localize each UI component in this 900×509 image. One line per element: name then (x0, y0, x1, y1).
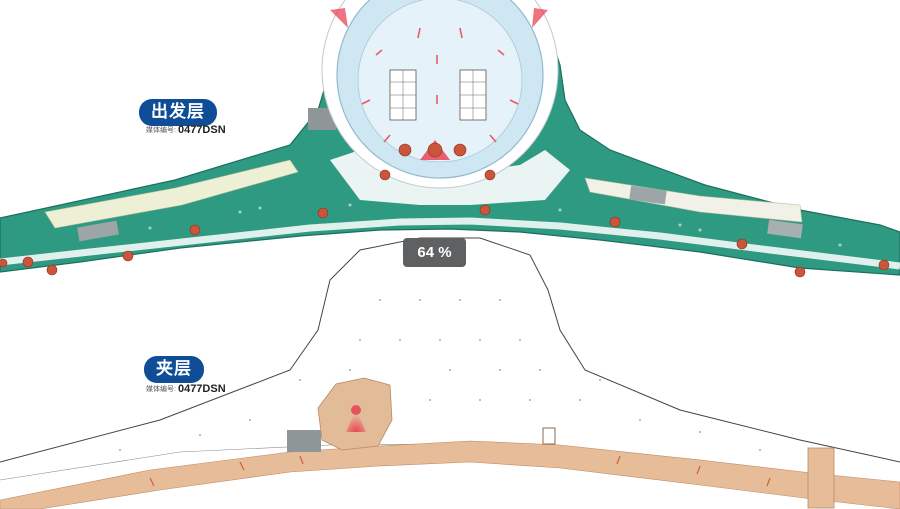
rotunda-inner (357, 0, 523, 163)
media-code-value: 0477DSN (177, 124, 226, 136)
mezzanine-gray-room (287, 430, 321, 452)
mezzanine-stair (542, 427, 556, 445)
gray-block-right (629, 185, 667, 205)
mezzanine-highlight-beam (346, 410, 366, 432)
departure-media-markers (0, 142, 890, 278)
gray-block-upper (308, 108, 336, 130)
departure-floor-plan[interactable] (0, 0, 900, 278)
highlight-beam-right (532, 8, 548, 28)
mezzanine-media-marker (351, 405, 361, 415)
floor-label-departure: 出发层 (139, 99, 217, 126)
gray-block-far-right (767, 219, 803, 239)
media-code-label: 媒体编号: (146, 127, 176, 134)
departure-curb-road (0, 217, 900, 270)
left-wing-lounge (44, 159, 299, 229)
mezzanine-column-dots (119, 299, 761, 451)
mezzanine-floor-plan[interactable] (0, 237, 900, 509)
gray-block-left (77, 220, 119, 242)
media-code-departure: 媒体编号:0477DSN (146, 124, 226, 136)
zoom-level-badge: 64 % (403, 238, 466, 267)
media-code-label: 媒体编号: (146, 386, 176, 393)
media-code-mezzanine: 媒体编号:0477DSN (146, 383, 226, 395)
mezzanine-right-room (807, 447, 835, 509)
media-code-value: 0477DSN (177, 383, 226, 395)
departure-fixture-dots (148, 203, 842, 247)
floor-label-mezzanine: 夹层 (144, 356, 204, 383)
rotunda-media-dashes (361, 27, 519, 143)
mezzanine-outline (0, 237, 900, 463)
walkway-media-dashes (149, 455, 771, 487)
highlight-beam-left (330, 8, 348, 28)
mezzanine-walkway (0, 440, 900, 509)
